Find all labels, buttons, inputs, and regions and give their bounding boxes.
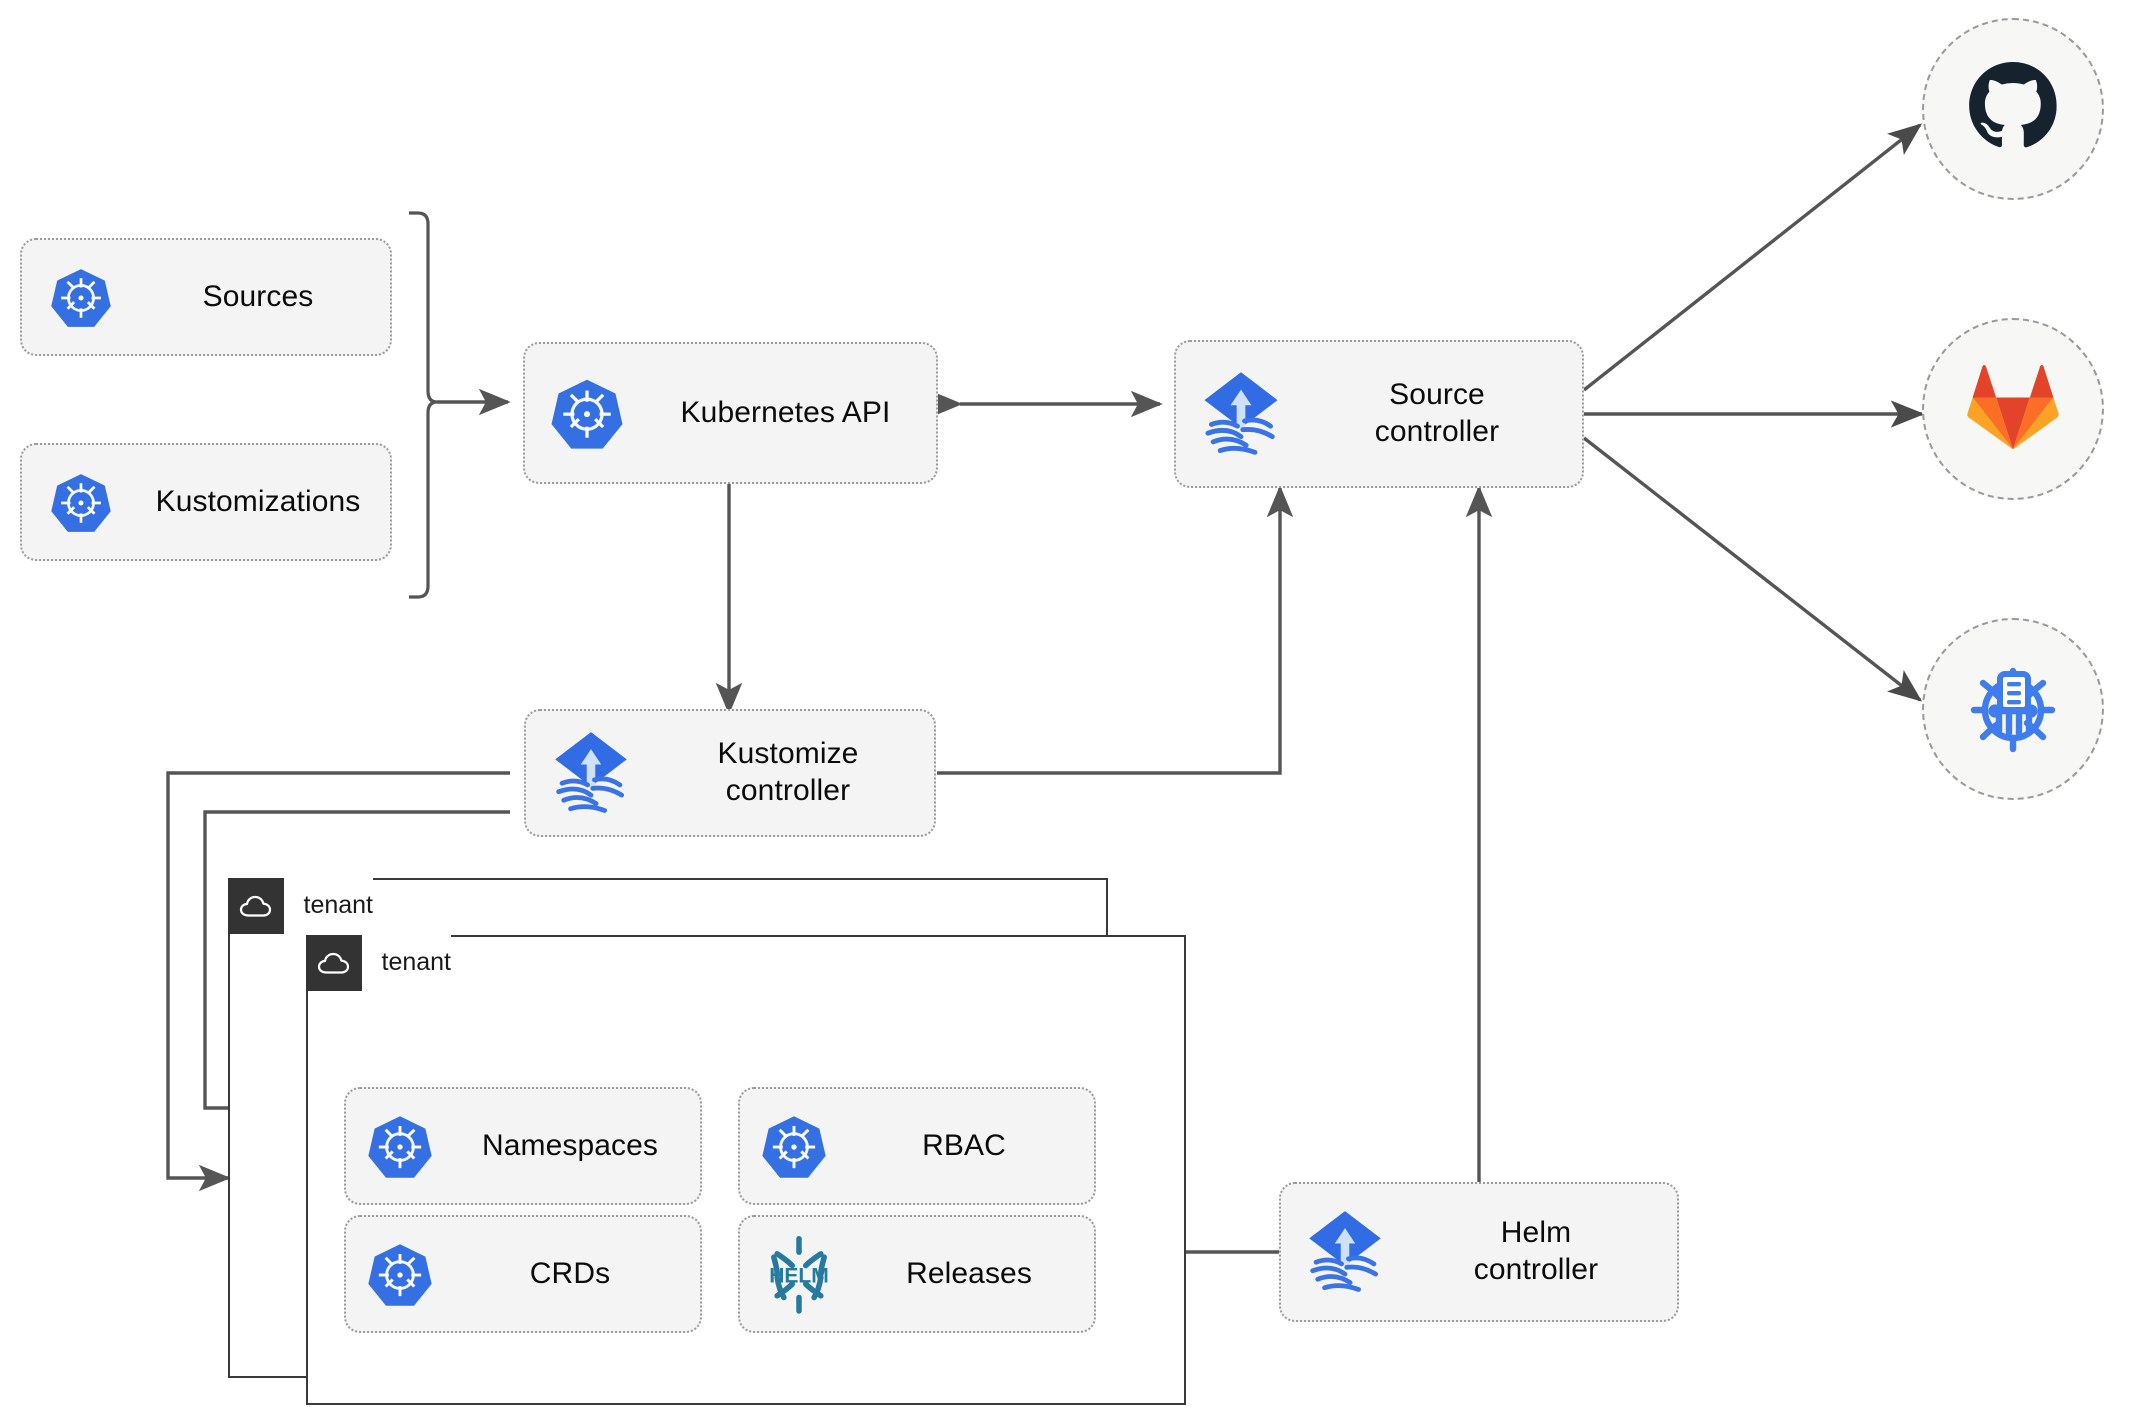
provider-gitlab[interactable] <box>1922 318 2104 500</box>
kubernetes-icon <box>525 376 649 450</box>
node-label: RBAC <box>922 1128 1006 1162</box>
kubernetes-icon <box>22 471 140 533</box>
node-label-line2: controller <box>1473 1253 1599 1286</box>
node-label: CRDs <box>529 1256 611 1290</box>
node-helm-controller[interactable]: Helm controller <box>1279 1182 1679 1322</box>
helm-repository-icon <box>1963 657 2063 762</box>
node-label-line1: Helm <box>1500 1216 1572 1250</box>
provider-helm-repository[interactable] <box>1922 618 2104 800</box>
node-releases[interactable]: HELM Releases <box>738 1215 1096 1333</box>
flux-icon <box>1281 1206 1409 1298</box>
helm-wordmark: HELM <box>769 1264 829 1287</box>
tenant-tab[interactable]: tenant <box>227 877 374 934</box>
kubernetes-icon <box>22 266 140 328</box>
flux-icon <box>526 727 656 819</box>
node-namespaces[interactable]: Namespaces <box>344 1087 702 1205</box>
node-label: Helm controller <box>1409 1215 1677 1288</box>
node-label: Kubernetes API <box>680 395 891 429</box>
node-label: Source controller <box>1306 377 1582 450</box>
tenant-label: tenant <box>381 948 452 976</box>
node-label-line1: Kustomize <box>717 737 859 771</box>
node-sources[interactable]: Sources <box>20 238 392 356</box>
cloud-icon <box>227 877 284 934</box>
node-label: Releases <box>906 1256 1032 1290</box>
node-kubernetes-api[interactable]: Kubernetes API <box>523 342 938 484</box>
node-label-line1: Source <box>1389 378 1485 412</box>
node-label: Kustomizations <box>155 484 361 518</box>
kubernetes-icon <box>346 1241 454 1307</box>
helm-icon: HELM <box>740 1232 858 1316</box>
node-source-controller[interactable]: Source controller <box>1174 340 1584 488</box>
github-icon <box>1966 60 2060 159</box>
tenant-label: tenant <box>303 891 374 919</box>
node-rbac[interactable]: RBAC <box>738 1087 1096 1205</box>
node-label-line2: controller <box>1374 415 1500 448</box>
kubernetes-icon <box>346 1113 454 1179</box>
node-label: Sources <box>202 279 314 313</box>
node-kustomizations[interactable]: Kustomizations <box>20 443 392 561</box>
kubernetes-icon <box>740 1113 848 1179</box>
node-label: Kustomize controller <box>656 736 934 809</box>
node-kustomize-controller[interactable]: Kustomize controller <box>524 709 936 837</box>
flux-icon <box>1176 367 1306 461</box>
node-label: Namespaces <box>481 1128 659 1162</box>
gitlab-icon <box>1967 363 2059 456</box>
tenant-tab[interactable]: tenant <box>305 934 452 991</box>
provider-github[interactable] <box>1922 18 2104 200</box>
cloud-icon <box>305 934 362 991</box>
node-crds[interactable]: CRDs <box>344 1215 702 1333</box>
tenant-inner[interactable]: tenant Namespaces <box>305 934 1186 1405</box>
node-label-line2: controller <box>725 774 851 807</box>
